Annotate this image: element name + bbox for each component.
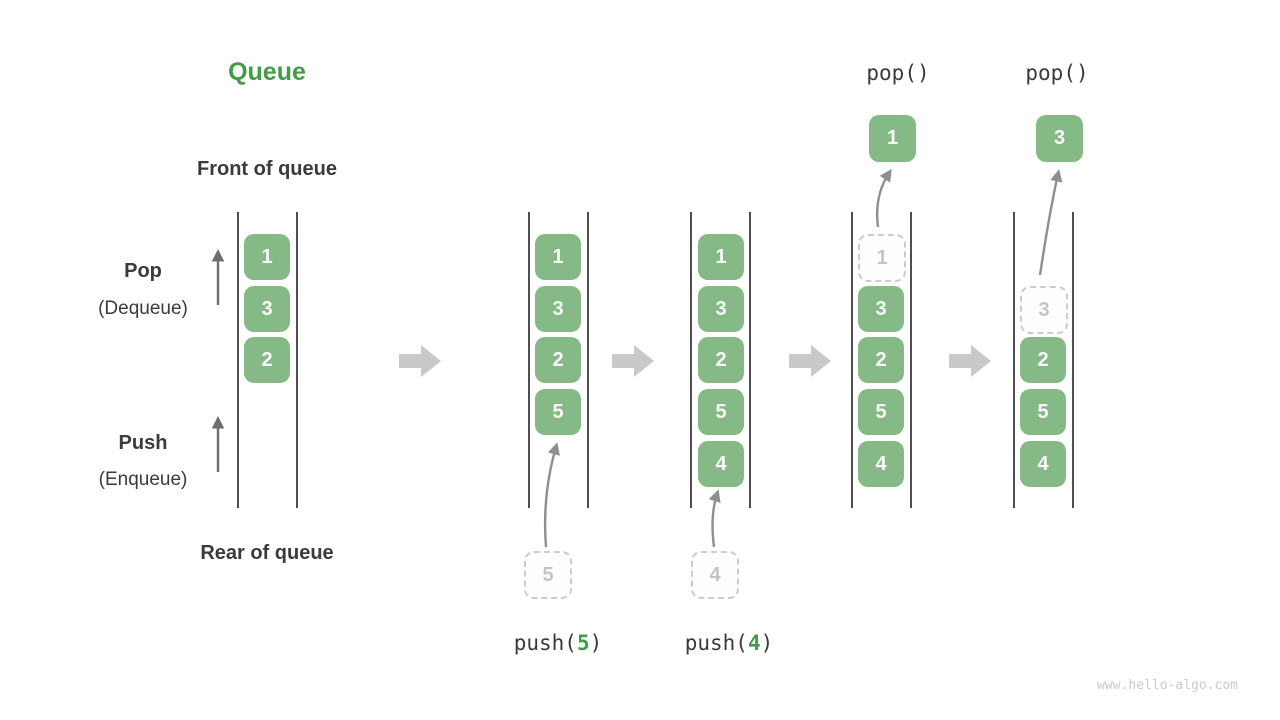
- watermark: www.hello-algo.com: [1097, 678, 1238, 693]
- stage-transition-arrow-icon: [399, 345, 441, 377]
- queue-cell: 3: [698, 286, 744, 332]
- stage-transition-arrow-icon: [612, 345, 654, 377]
- call-fn: push(: [684, 631, 748, 655]
- queue-cell: 2: [244, 337, 290, 383]
- pop-label: Pop: [124, 260, 162, 282]
- queue-cell-removed: 1: [858, 234, 906, 282]
- popped-element-box: 3: [1036, 115, 1083, 162]
- popped-element-box: 1: [869, 115, 916, 162]
- dequeue-label: (Dequeue): [98, 298, 188, 319]
- push-label: Push: [118, 432, 168, 454]
- queue-cell: 2: [858, 337, 904, 383]
- push-call-label: push(4): [649, 631, 809, 655]
- queue-cell: 3: [858, 286, 904, 332]
- call-arg: 4: [747, 631, 761, 655]
- enqueue-label: (Enqueue): [98, 469, 188, 490]
- queue-cell: 4: [698, 441, 744, 487]
- queue-cell: 4: [858, 441, 904, 487]
- push-call-label: push(5): [478, 631, 638, 655]
- stage-transition-arrow-icon: [789, 345, 831, 377]
- queue-cell: 5: [535, 389, 581, 435]
- queue-cell: 4: [1020, 441, 1066, 487]
- queue-cell: 5: [698, 389, 744, 435]
- front-of-queue-label: Front of queue: [197, 158, 337, 180]
- call-fn: push(: [513, 631, 577, 655]
- queue-cell: 1: [535, 234, 581, 280]
- pop-call-label: pop(): [866, 61, 930, 85]
- queue-cell: 5: [858, 389, 904, 435]
- queue-column-stage-4: [851, 212, 912, 508]
- queue-cell: 2: [535, 337, 581, 383]
- queue-column-stage-3: [690, 212, 751, 508]
- queue-column-stage-5: [1013, 212, 1074, 508]
- call-close: ): [760, 631, 774, 655]
- queue-cell: 1: [244, 234, 290, 280]
- queue-cell: 5: [1020, 389, 1066, 435]
- queue-cell-removed: 3: [1020, 286, 1068, 334]
- diagram-title: Queue: [228, 58, 306, 86]
- stage-transition-arrow-icon: [949, 345, 991, 377]
- queue-column-stage-1: [237, 212, 298, 508]
- queue-cell: 2: [698, 337, 744, 383]
- queue-cell: 3: [535, 286, 581, 332]
- rear-of-queue-label: Rear of queue: [200, 542, 334, 564]
- incoming-element-box: 4: [691, 551, 739, 599]
- queue-cell: 1: [698, 234, 744, 280]
- queue-cell: 3: [244, 286, 290, 332]
- call-arg: 5: [576, 631, 590, 655]
- pop-call-label: pop(): [1025, 61, 1089, 85]
- queue-column-stage-2: [528, 212, 589, 508]
- incoming-element-box: 5: [524, 551, 572, 599]
- call-close: ): [589, 631, 603, 655]
- queue-cell: 2: [1020, 337, 1066, 383]
